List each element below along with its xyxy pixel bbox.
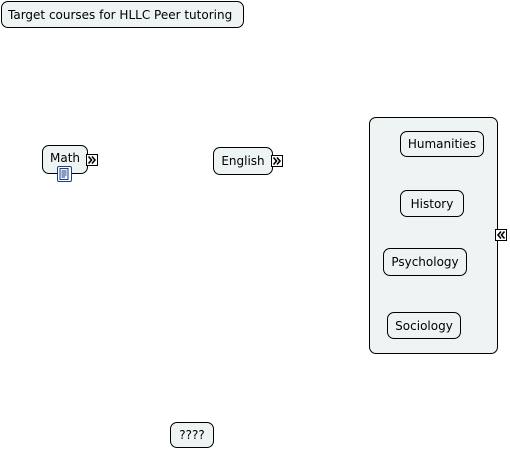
history-node[interactable]: History xyxy=(400,190,464,217)
humanities-label: Humanities xyxy=(407,137,477,151)
psychology-node[interactable]: Psychology xyxy=(383,248,467,276)
english-node[interactable]: English xyxy=(213,147,273,175)
history-label: History xyxy=(410,196,454,211)
sociology-label: Sociology xyxy=(395,318,453,333)
psychology-label: Psychology xyxy=(391,255,459,269)
humanities-node[interactable]: Humanities xyxy=(400,131,484,157)
math-label: Math xyxy=(49,151,81,165)
placeholder-node[interactable]: ???? xyxy=(170,422,214,448)
double-chevron-right-icon[interactable] xyxy=(86,154,98,166)
map-title-label: Target courses for HLLC Peer tutoring xyxy=(8,7,233,22)
double-chevron-left-icon[interactable] xyxy=(495,229,507,241)
english-label: English xyxy=(221,154,265,168)
note-document-icon[interactable] xyxy=(57,166,72,182)
map-title-node[interactable]: Target courses for HLLC Peer tutoring xyxy=(1,1,244,28)
double-chevron-right-icon[interactable] xyxy=(271,155,283,167)
sociology-node[interactable]: Sociology xyxy=(387,312,461,339)
placeholder-label: ???? xyxy=(179,428,205,442)
